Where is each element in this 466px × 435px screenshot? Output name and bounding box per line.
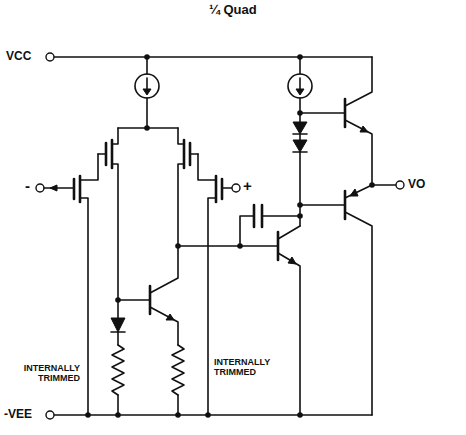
current-mirror (149, 286, 152, 314)
output-stage (345, 185, 372, 198)
resistor-note: INTERNALLY TRIMMED (8, 364, 80, 384)
output-stage (345, 120, 372, 185)
current-source-symbol (135, 57, 312, 128)
current-mirror (166, 314, 174, 320)
resistor-symbol (177, 395, 179, 415)
gain-stage (288, 257, 296, 264)
current-source-symbol (135, 74, 159, 98)
bias-diodes (293, 110, 307, 226)
output-stage (344, 99, 347, 127)
capacitor-symbol (240, 216, 254, 246)
current-mirror (150, 246, 178, 293)
input-pair-fets (80, 198, 88, 415)
current-mirror (111, 318, 125, 332)
output-stage (372, 184, 396, 186)
output-stage (300, 204, 345, 206)
output-stage (345, 212, 372, 415)
input-pair-fets (118, 127, 178, 129)
gain-stage (175, 226, 300, 415)
input-pair-fets (208, 198, 216, 415)
supply-label: -VEE (4, 408, 32, 421)
input-pair-fets (178, 164, 184, 246)
resistor-symbol (112, 345, 124, 395)
output-stage (350, 189, 358, 196)
gain-stage (278, 226, 300, 239)
current-source-symbol (146, 78, 148, 90)
gain-stage (178, 245, 278, 247)
input-pair-fets (80, 154, 98, 180)
current-mirror (150, 307, 178, 345)
input-pair-fets (112, 164, 118, 300)
input-pair-fets (178, 128, 184, 144)
current-source-symbol (299, 57, 301, 74)
supply-label: VCC (6, 50, 31, 63)
current-source-symbol (143, 89, 151, 95)
current-source-symbol (146, 57, 148, 74)
output-stage (344, 191, 347, 219)
input-pin-label: + (243, 178, 252, 195)
input-pair-fets (190, 153, 198, 155)
input-pair-fets (36, 184, 44, 192)
resistor-note: INTERNALLY TRIMMED (214, 358, 284, 378)
gain-stage (277, 232, 280, 260)
input-pair-fets (112, 128, 118, 144)
output-stage (345, 57, 372, 106)
bias-diodes (299, 134, 301, 140)
input-pair-fets (232, 184, 240, 192)
current-source-symbol (146, 98, 148, 128)
output-stage (360, 126, 368, 132)
current-mirror (117, 332, 119, 345)
input-pair-fets (50, 185, 57, 191)
input-pair-fets (98, 153, 106, 155)
input-pair-fets (198, 154, 216, 180)
supply-rail (54, 56, 372, 58)
resistor-symbol (172, 345, 184, 395)
current-source-symbol (299, 78, 301, 90)
output-stage (300, 57, 404, 415)
current-source-symbol (288, 74, 312, 98)
input-pin-label: - (25, 178, 30, 195)
output-pin-label: VO (408, 178, 425, 191)
bias-diodes (299, 113, 301, 122)
resistor-symbol (112, 345, 184, 415)
input-pair-fets (221, 179, 224, 199)
supply-rail (46, 53, 372, 419)
output-stage (396, 181, 404, 189)
resistor-symbol (117, 395, 119, 415)
bias-diodes (293, 122, 307, 134)
current-mirror (117, 300, 119, 318)
title-text: ¼ Quad (209, 3, 257, 17)
output-stage (300, 112, 345, 114)
bias-diodes (293, 140, 307, 152)
supply-rail (54, 414, 372, 416)
supply-rail (46, 411, 54, 419)
input-pair-fets (222, 187, 232, 189)
current-mirror (111, 246, 178, 345)
bias-diodes (297, 213, 303, 219)
input-pair-fets (73, 179, 76, 199)
input-pair-fets (44, 187, 74, 189)
current-source-symbol (296, 89, 304, 95)
current-mirror (118, 299, 150, 301)
supply-rail (46, 53, 54, 61)
capacitor-symbol (262, 215, 300, 217)
gain-stage (278, 253, 300, 415)
capacitor-symbol (240, 205, 300, 246)
